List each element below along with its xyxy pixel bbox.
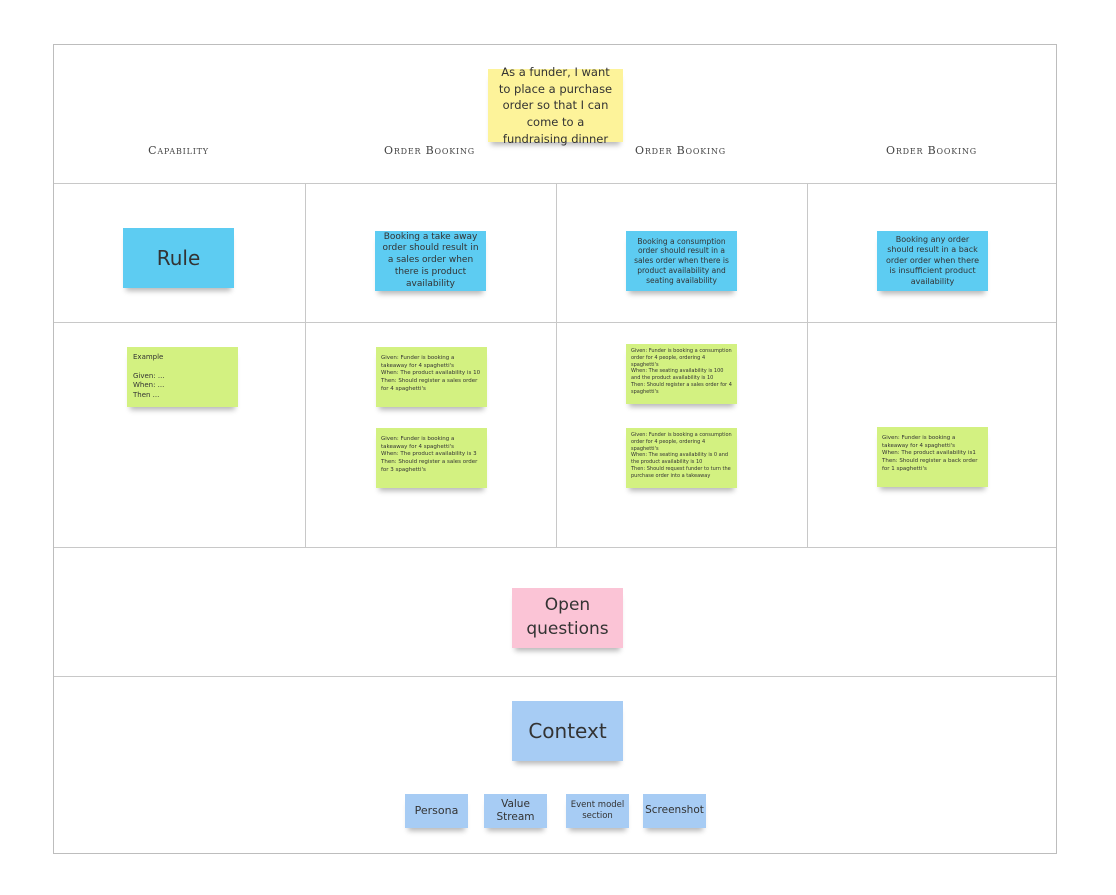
example-sticky-consumption-1[interactable]: Given: Funder is booking a consumption o… [626, 344, 737, 404]
context-sticky[interactable]: Context [512, 701, 623, 761]
row-divider-examples [54, 547, 1056, 548]
user-story-sticky[interactable]: As a funder, I want to place a purchase … [488, 65, 623, 146]
rule-legend-sticky[interactable]: Rule [123, 228, 234, 288]
example-mapping-board [53, 44, 1057, 854]
example-sticky-takeaway-1[interactable]: Given: Funder is booking a takeaway for … [376, 347, 487, 407]
context-persona-sticky[interactable]: Persona [405, 794, 468, 828]
column-divider-3 [807, 183, 808, 547]
column-header-order-booking-1: Order Booking [384, 144, 475, 157]
example-sticky-consumption-2[interactable]: Given: Funder is booking a consumption o… [626, 428, 737, 488]
example-sticky-back-order[interactable]: Given: Funder is booking a takeaway for … [877, 427, 988, 487]
column-header-order-booking-3: Order Booking [886, 144, 977, 157]
example-legend-sticky[interactable]: Example Given: ... When: ... Then ... [127, 347, 238, 407]
column-divider-1 [305, 183, 306, 547]
rule-sticky-consumption[interactable]: Booking a consumption order should resul… [626, 231, 737, 291]
column-header-capability: Capability [148, 144, 209, 157]
rule-sticky-back-order[interactable]: Booking any order should result in a bac… [877, 231, 988, 291]
row-divider-story [54, 183, 1056, 184]
context-value-stream-sticky[interactable]: Value Stream [484, 794, 547, 828]
example-sticky-takeaway-2[interactable]: Given: Funder is booking a takeaway for … [376, 428, 487, 488]
column-divider-2 [556, 183, 557, 547]
column-header-order-booking-2: Order Booking [635, 144, 726, 157]
context-screenshot-sticky[interactable]: Screenshot [643, 794, 706, 828]
context-event-model-section-sticky[interactable]: Event model section [566, 794, 629, 828]
open-questions-sticky[interactable]: Open questions [512, 588, 623, 648]
row-divider-rules [54, 322, 1056, 323]
row-divider-questions [54, 676, 1056, 677]
rule-sticky-takeaway[interactable]: Booking a take away order should result … [375, 231, 486, 291]
